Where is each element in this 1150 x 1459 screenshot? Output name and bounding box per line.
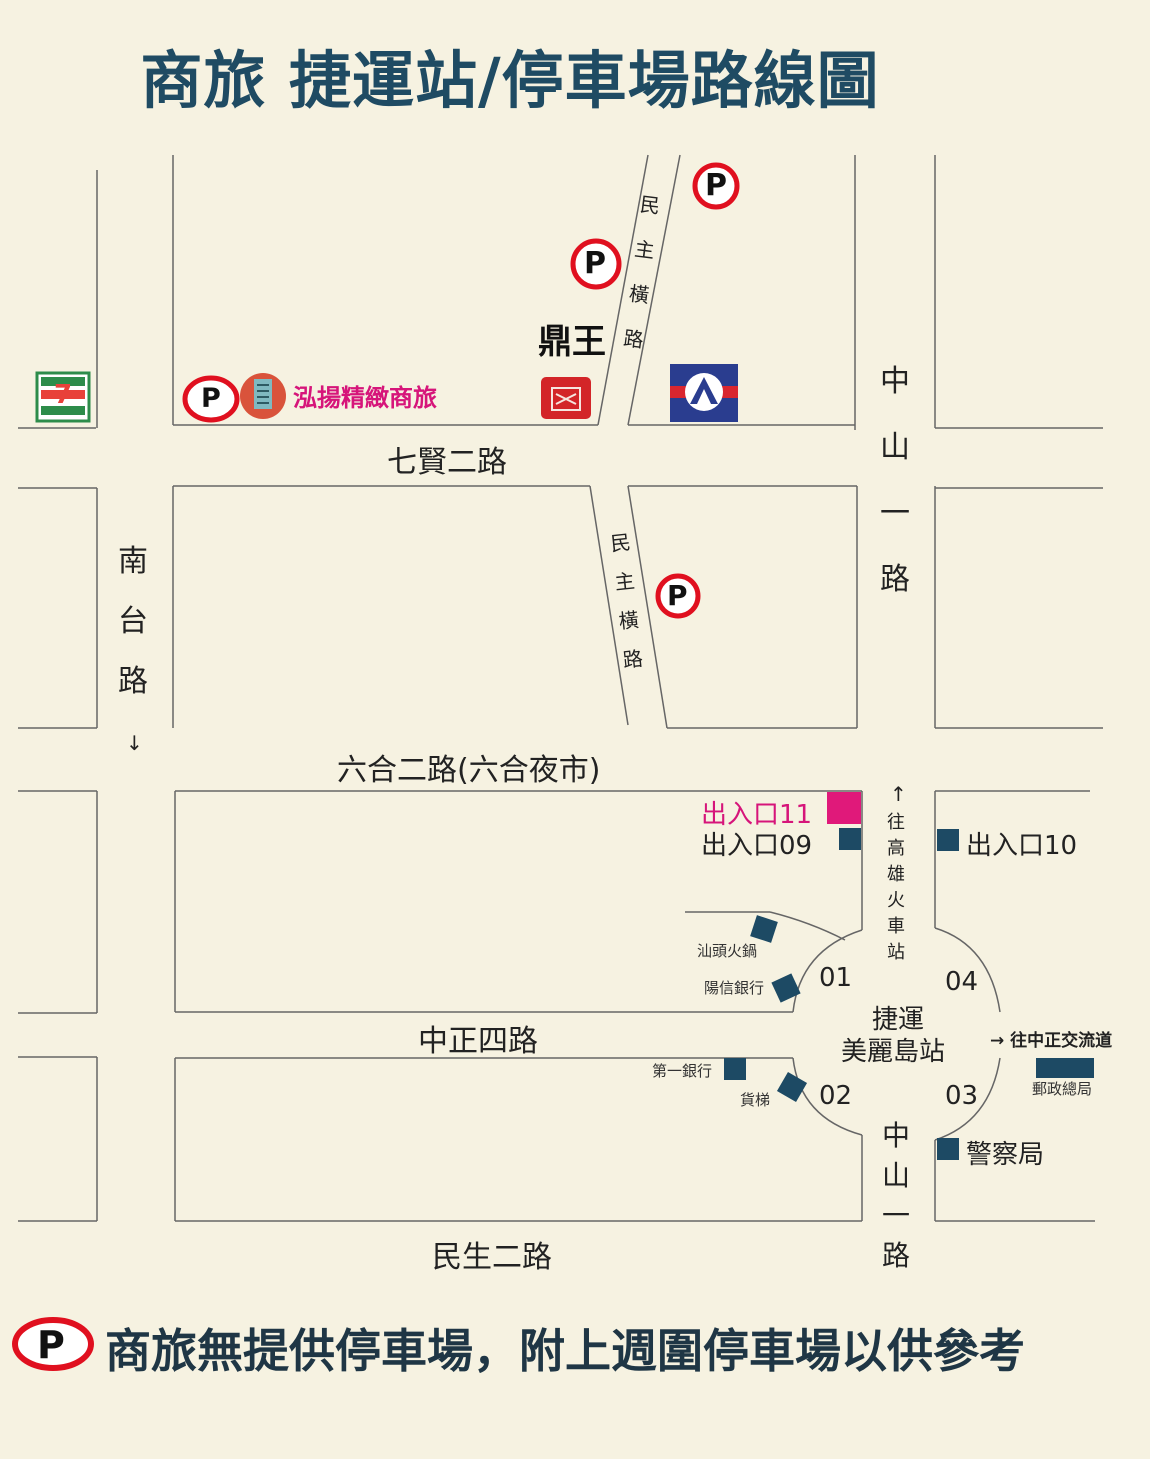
landmark-firstbank: 第一銀行 [652, 1062, 713, 1080]
parking-icon [12, 1317, 94, 1371]
road-lines [18, 154, 1103, 1222]
post-office-marker [1036, 1058, 1094, 1078]
exit-09-label: 出入口09 [701, 831, 813, 861]
road-char: 民 [609, 529, 632, 556]
landmark-yangxin: 陽信銀行 [704, 979, 765, 997]
hotel-building-icon [240, 373, 286, 419]
road-char: 雄 [887, 864, 905, 885]
metro-logo [670, 364, 738, 422]
station-line2: 美麗島站 [841, 1037, 946, 1067]
road-char: 台 [118, 604, 148, 639]
landmark-elevator: 貨梯 [740, 1091, 771, 1109]
road-char: 中 [882, 1119, 911, 1152]
firstbank-marker [724, 1058, 746, 1080]
road-char: 火 [887, 890, 905, 911]
road-char: 主 [613, 568, 636, 595]
parking-icon [570, 238, 622, 290]
exit-04-label: 04 [945, 967, 979, 997]
shop-name: 鼎王 [538, 322, 606, 362]
road-qixian: 七賢二路 [387, 445, 507, 480]
road-char: 山 [882, 1159, 911, 1192]
direction-east: → 往中正交流道 [990, 1031, 1113, 1051]
exit-02-label: 02 [819, 1081, 853, 1111]
road-char: 路 [622, 325, 645, 353]
police-marker [937, 1138, 959, 1160]
road-char: 路 [118, 664, 148, 699]
landmark-police: 警察局 [966, 1140, 1045, 1170]
svg-text:7: 7 [54, 380, 72, 410]
road-char: 往 [887, 812, 905, 833]
parking-icon [655, 573, 701, 619]
road-char: 站 [887, 942, 905, 963]
road-char: 路 [621, 646, 645, 673]
road-char: 一 [880, 496, 910, 531]
arrow-down-icon: ↓ [126, 731, 143, 755]
parking-letter: P [201, 383, 221, 414]
landmark-shantou: 汕頭火鍋 [697, 942, 758, 960]
road-char: 路 [882, 1239, 911, 1272]
road-char: 路 [880, 562, 910, 597]
road-char: 車 [887, 916, 905, 937]
road-char: 一 [882, 1199, 911, 1232]
exit-02-marker [776, 1071, 808, 1103]
parking-letter: P [584, 246, 606, 281]
station-line1: 捷運 [872, 1005, 925, 1035]
road-char: 高 [887, 838, 905, 859]
exit-01-marker [771, 973, 801, 1003]
exit-01-label: 01 [819, 963, 853, 993]
hotel-name: 泓揚精緻商旅 [293, 384, 437, 412]
landmark-post: 郵政總局 [1032, 1080, 1093, 1098]
road-char: 橫 [627, 281, 651, 308]
shantou-marker [750, 915, 778, 943]
road-zhongshan-north: 中山一路 [880, 356, 910, 598]
road-liuhe: 六合二路(六合夜市) [337, 753, 601, 788]
road-char: 主 [633, 236, 656, 263]
road-char: 南 [118, 544, 148, 579]
direction-north-text: 往高雄火車站 [887, 808, 905, 964]
dingwang-seal-icon [541, 377, 591, 419]
road-nantai: 南台路 [118, 536, 148, 700]
exit-10-label: 出入口10 [966, 831, 1078, 861]
exit-03-label: 03 [945, 1081, 979, 1111]
exit-10-marker [937, 829, 959, 851]
road-zhongshan-south: 中山一路 [882, 1114, 910, 1274]
road-zhongzheng: 中正四路 [418, 1024, 538, 1059]
parking-icon [182, 375, 240, 423]
map-title: 商旅 捷運站/停車場路線圖 [140, 44, 880, 117]
parking-note: 商旅無提供停車場，附上週圍停車場以供參考 [105, 1324, 1025, 1378]
road-minsheng: 民生二路 [432, 1240, 552, 1275]
exit-11-marker [827, 792, 861, 824]
road-char: 中 [880, 364, 910, 399]
parking-letter: P [37, 1323, 65, 1367]
seven-eleven-logo: 7 [35, 371, 91, 423]
road-char: 橫 [617, 607, 640, 634]
exit-11-label: 出入口11 [701, 800, 813, 830]
parking-letter: P [667, 579, 688, 612]
exit-09-marker [839, 828, 861, 850]
road-char: 山 [880, 430, 910, 465]
arrow-up-icon: ↑ [890, 782, 907, 806]
parking-letter: P [705, 168, 727, 203]
road-char: 民 [638, 191, 662, 219]
parking-icon [692, 162, 740, 210]
